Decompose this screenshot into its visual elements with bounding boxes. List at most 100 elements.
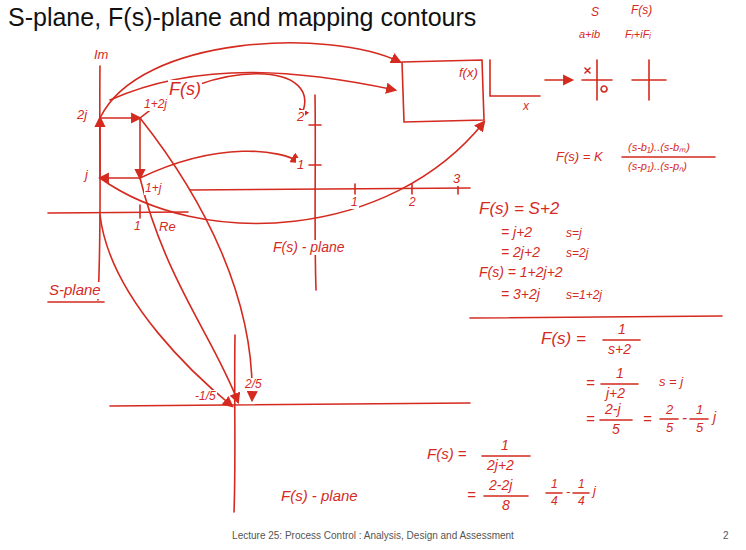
handwritten-note: S <box>590 6 600 19</box>
handwritten-note: = j+2 <box>500 225 533 240</box>
handwritten-note: s=2j <box>565 247 589 260</box>
handwritten-note: 5 <box>611 422 621 437</box>
handwritten-note: 1 <box>296 158 305 172</box>
handwritten-note: 2 <box>665 403 674 417</box>
handwritten-note: 3 <box>452 172 461 186</box>
handwritten-note: j <box>712 410 717 425</box>
handwritten-note: = <box>466 487 477 504</box>
handwritten-note: - <box>565 485 571 499</box>
handwritten-note: 1 <box>550 478 559 491</box>
sketch-stroke <box>545 79 572 81</box>
handwritten-note: F(s) = S+2 <box>478 200 560 219</box>
page-number: 2 <box>722 530 730 541</box>
handwritten-note: = <box>585 411 596 428</box>
sketch-stroke <box>98 66 100 300</box>
handwritten-note: F(s) <box>630 4 653 17</box>
sketch-stroke <box>660 418 678 420</box>
handwritten-note: F(s) <box>168 80 202 100</box>
handwritten-note: s=j <box>565 227 583 240</box>
handwritten-note: = 2j+2 <box>500 245 541 260</box>
sketch-stroke <box>190 188 470 190</box>
sketch-stroke <box>600 419 632 421</box>
sketch-stroke <box>100 177 140 179</box>
handwritten-note: F(s) - plane <box>272 240 346 255</box>
handwritten-note: 1 <box>577 478 586 491</box>
handwritten-note: F(s) = <box>426 446 468 463</box>
sketch-stroke <box>690 418 708 420</box>
sketch-stroke <box>48 301 104 303</box>
handwritten-note: 2j+2 <box>486 458 515 473</box>
handwritten-note: 1+2j <box>143 98 168 111</box>
sketch-stroke <box>601 383 638 385</box>
handwritten-note: 4 <box>550 495 559 508</box>
handwritten-note: = <box>585 375 596 392</box>
handwritten-note: f(x) <box>458 66 479 80</box>
handwritten-note: j <box>84 168 89 182</box>
sketch-stroke <box>632 60 666 100</box>
handwritten-note: = 3+2j <box>500 287 541 302</box>
handwritten-note: (s-p₁)..(s-pₙ) <box>627 160 688 172</box>
handwritten-note: Re <box>158 220 177 234</box>
handwritten-note: 2 <box>408 196 417 209</box>
handwritten-note: 2 <box>296 110 305 124</box>
sketch-stroke <box>470 316 722 318</box>
handwritten-note: Im <box>93 48 109 62</box>
handwritten-note: 1 <box>695 403 704 417</box>
handwritten-note: 1+j <box>144 182 162 195</box>
sketch-stroke <box>48 212 188 213</box>
sketch-stroke <box>603 339 640 341</box>
handwritten-note: s = j <box>658 375 684 389</box>
slide-caption: Lecture 25: Process Control : Analysis, … <box>0 530 746 541</box>
handwritten-note: 2j <box>76 108 88 122</box>
handwritten-note: 2/5 <box>244 378 263 391</box>
handwritten-note: (s-b₁)..(s-bₘ) <box>627 141 691 153</box>
slide-title: S-plane, F(s)-plane and mapping contours <box>8 4 476 32</box>
handwritten-note: = <box>642 411 653 428</box>
handwritten-note: 4 <box>577 495 586 508</box>
sketch-stroke <box>234 335 235 512</box>
sketch-stroke <box>622 156 715 158</box>
sketch-stroke <box>573 492 589 494</box>
sketch-stroke <box>402 60 484 122</box>
handwritten-note: 1 <box>617 322 627 337</box>
sketch-stroke <box>309 125 458 194</box>
handwritten-note: F(s) - plane <box>280 488 359 505</box>
sketch-stroke <box>546 492 562 494</box>
handwritten-note: j <box>592 484 597 498</box>
sketch-stroke <box>139 205 141 218</box>
handwritten-note: s+2 <box>607 342 632 357</box>
sketch-stroke <box>585 68 607 92</box>
handwritten-note: 1 <box>615 366 625 381</box>
handwritten-note: 5 <box>695 421 704 435</box>
handwritten-note: s=1+2j <box>565 289 603 302</box>
sketch-stroke <box>582 60 612 100</box>
handwritten-note: 1 <box>133 220 142 233</box>
handwritten-note: 1 <box>350 196 359 209</box>
handwritten-note: 1 <box>500 438 510 453</box>
handwritten-note: j+2 <box>605 386 626 401</box>
sketch-stroke <box>100 215 232 406</box>
handwritten-note: -1/5 <box>194 390 217 403</box>
handwritten-note: 5 <box>665 421 674 435</box>
sketch-stroke <box>490 60 540 96</box>
handwritten-note: 2-j <box>604 402 622 417</box>
sketch-stroke <box>100 43 400 118</box>
sketch-stroke <box>110 403 470 406</box>
sketch-stroke <box>482 455 530 457</box>
handwritten-note: Fᵣ+iFᵢ <box>624 28 652 40</box>
sketch-stroke <box>484 495 528 497</box>
sketch-stroke <box>100 122 484 223</box>
handwritten-note: x <box>522 100 530 113</box>
sketch-stroke <box>110 73 395 101</box>
sketch-stroke <box>139 118 141 178</box>
sketch-stroke <box>140 74 305 118</box>
sketch-stroke <box>99 118 101 178</box>
handwritten-note: 2-2j <box>488 478 513 493</box>
sketch-stroke <box>140 178 238 402</box>
handwritten-note: F(s) = K <box>555 150 604 164</box>
handwritten-note: F(s) = <box>540 330 587 349</box>
handwritten-note: - <box>681 410 688 427</box>
